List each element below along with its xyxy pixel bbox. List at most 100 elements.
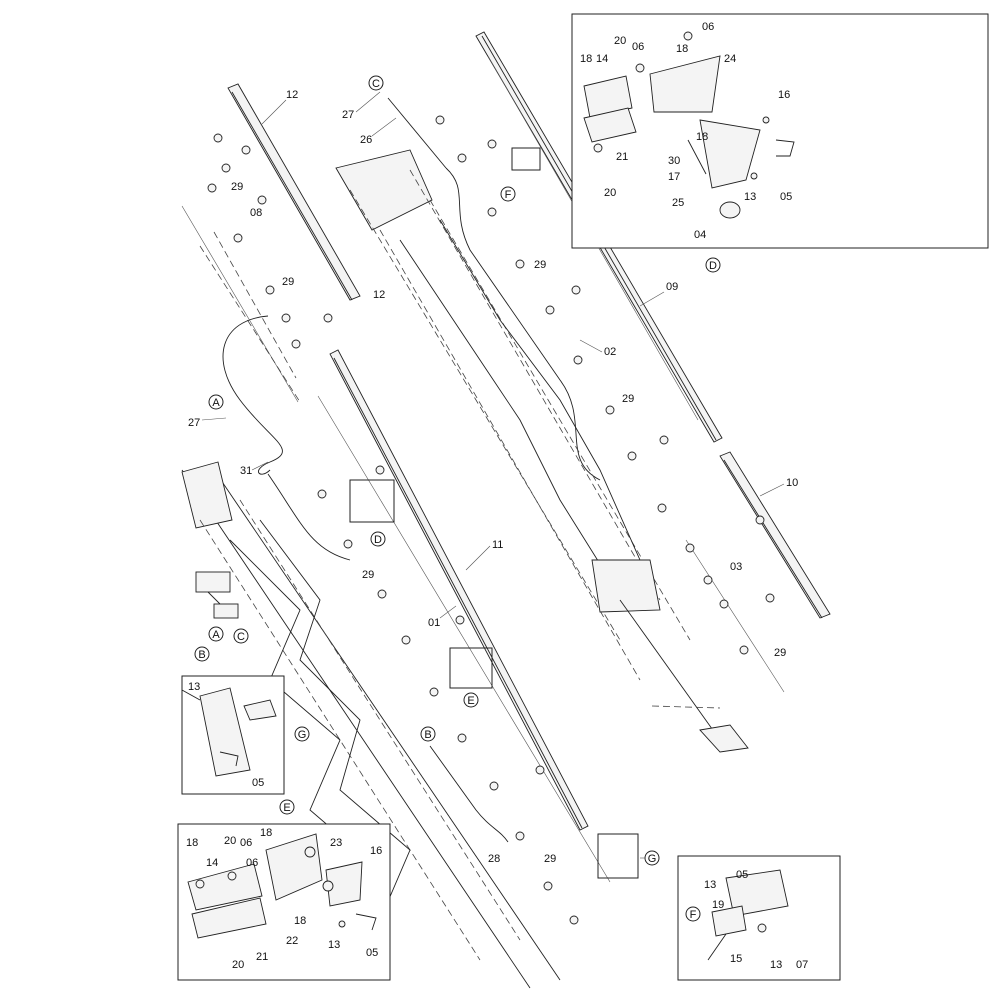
callout-e-mid: E [463, 692, 479, 708]
pump-assembly [195, 571, 239, 619]
frame-lower-plate [181, 461, 233, 529]
callout-a-left: A [208, 394, 224, 410]
bracket-lower [699, 724, 749, 753]
svg-text:14: 14 [206, 857, 218, 869]
callout-g-right: G [644, 850, 660, 866]
ring-04 [719, 201, 741, 219]
svg-text:04: 04 [694, 229, 706, 241]
label-29: 29 [231, 181, 243, 193]
detail-e-box [177, 823, 391, 981]
label-02: 02 [604, 346, 616, 358]
svg-text:A: A [212, 629, 220, 641]
svg-text:13: 13 [328, 939, 340, 951]
callout-d-mid: D [370, 531, 386, 547]
svg-text:E: E [467, 695, 474, 707]
svg-text:D: D [374, 534, 382, 546]
bracket-g [243, 699, 277, 721]
svg-text:G: G [648, 853, 657, 865]
clip-g [219, 751, 239, 767]
label-12: 12 [286, 89, 298, 101]
svg-text:05: 05 [736, 869, 748, 881]
hose-26 [445, 167, 601, 481]
svg-text:21: 21 [256, 951, 268, 963]
callout-f-top: F [500, 186, 516, 202]
label-08: 08 [250, 207, 262, 219]
svg-text:23: 23 [330, 837, 342, 849]
part-labels: 12 12 29 29 08 27 26 29 09 02 29 27 31 1… [186, 21, 808, 971]
svg-text:18: 18 [696, 131, 708, 143]
svg-text:13: 13 [188, 681, 200, 693]
callout-b-pump: B [194, 646, 210, 662]
label-29: 29 [534, 259, 546, 271]
label-09: 09 [666, 281, 678, 293]
plate-e14 [187, 863, 263, 911]
label-29: 29 [544, 853, 556, 865]
boom-assembly-top-left [181, 83, 361, 475]
svg-text:21: 21 [616, 151, 628, 163]
svg-text:20: 20 [604, 187, 616, 199]
callout-f-box: F [685, 906, 701, 922]
svg-text:G: G [298, 729, 307, 741]
label-27: 27 [188, 417, 200, 429]
nozzle-row-b [435, 115, 669, 513]
svg-text:17: 17 [668, 171, 680, 183]
nozzle-row-a [207, 133, 333, 349]
svg-text:16: 16 [370, 845, 382, 857]
label-01: 01 [428, 617, 440, 629]
svg-text:E: E [283, 802, 290, 814]
clip-e05 [355, 913, 377, 931]
svg-text:13: 13 [704, 879, 716, 891]
tube-section [199, 687, 251, 777]
svg-text:14: 14 [596, 53, 608, 65]
detail-f-box [677, 855, 841, 981]
svg-text:06: 06 [246, 857, 258, 869]
svg-text:C: C [372, 78, 380, 90]
label-29: 29 [774, 647, 786, 659]
svg-text:A: A [212, 397, 220, 409]
svg-text:13: 13 [770, 959, 782, 971]
rail-11 [329, 349, 589, 831]
clip-05 [775, 139, 795, 157]
svg-text:24: 24 [724, 53, 736, 65]
label-29: 29 [362, 569, 374, 581]
hose-link [267, 473, 351, 561]
frame-upper [335, 149, 433, 231]
hose-28 [429, 745, 509, 843]
callout-b-mid: B [420, 726, 436, 742]
callout-c-top: C [368, 75, 384, 91]
svg-text:05: 05 [780, 191, 792, 203]
detail-d-box [571, 13, 989, 249]
callout-c-left: C [233, 628, 249, 644]
svg-text:18: 18 [186, 837, 198, 849]
label-12: 12 [373, 289, 385, 301]
svg-text:B: B [424, 729, 431, 741]
arm-25 [699, 119, 761, 189]
nozzle-row-d [317, 465, 579, 925]
svg-text:16: 16 [778, 89, 790, 101]
detail-g-box [181, 675, 285, 795]
svg-text:06: 06 [702, 21, 714, 33]
bracket-24 [649, 55, 721, 113]
label-29: 29 [622, 393, 634, 405]
svg-text:F: F [505, 189, 512, 201]
svg-text:F: F [690, 909, 697, 921]
bracket-e23 [325, 861, 363, 907]
svg-text:19: 19 [712, 899, 724, 911]
plate-f07 [725, 869, 789, 917]
svg-text:07: 07 [796, 959, 808, 971]
svg-text:13: 13 [744, 191, 756, 203]
callout-markers: C A F D A B C E B G E G F D [194, 75, 721, 922]
svg-text:18: 18 [580, 53, 592, 65]
boom-assembly-lower [181, 349, 611, 989]
label-31: 31 [240, 465, 252, 477]
label-26: 26 [360, 134, 372, 146]
label-11: 11 [492, 539, 503, 551]
callout-d-box: D [705, 257, 721, 273]
svg-text:D: D [709, 260, 717, 272]
svg-text:06: 06 [632, 41, 644, 53]
label-10: 10 [786, 477, 798, 489]
svg-text:18: 18 [676, 43, 688, 55]
svg-text:22: 22 [286, 935, 298, 947]
